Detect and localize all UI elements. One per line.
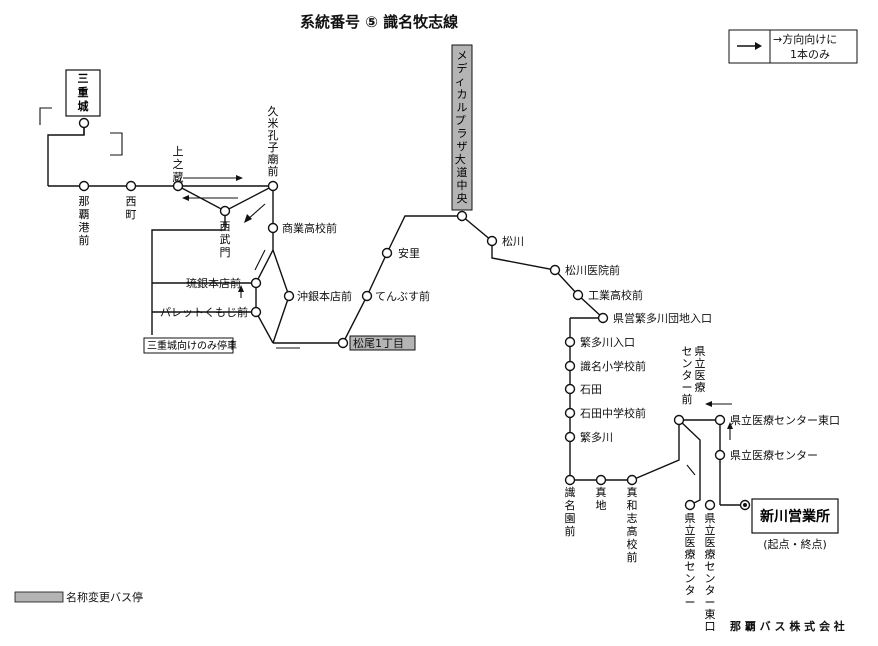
legend-text-1: →方向向けに — [773, 32, 837, 46]
stop-kogyo-dot — [572, 289, 584, 301]
vlabel-maji: 真地 — [596, 485, 607, 512]
stop-mie-dot — [78, 117, 90, 129]
mie-label: 三 — [78, 72, 89, 85]
vlabel-nishitake: 西武門 — [220, 220, 231, 259]
label-ishida-chu: 石田中学校前 — [580, 406, 646, 420]
direction-legend: →方向向けに 1本のみ — [728, 29, 858, 64]
stop-matsukawa-dot — [486, 235, 498, 247]
vlabel-center-mae: センター前 — [682, 345, 693, 406]
stop-matsuo-dot — [337, 337, 349, 349]
stop-shikina-sho-dot — [564, 360, 576, 372]
stop-ryugin-dot — [250, 277, 262, 289]
stop-shikinaen-dot — [564, 474, 576, 486]
stop-kume-dot — [267, 180, 279, 192]
label-matsukawa-hosp: 松川医院前 — [565, 263, 620, 277]
stop-matsukawa-hosp-dot — [549, 264, 561, 276]
vlabel-majikoko: 真和志高校前 — [627, 485, 638, 564]
stop-shogyo-dot — [267, 222, 279, 234]
stop-nishitake-dot — [219, 205, 231, 217]
stop-center-east-v-dot — [704, 499, 716, 511]
stop-center-east-dot — [714, 414, 726, 426]
vlabel-shikinaen: 識名園前 — [565, 486, 576, 538]
label-asato: 安里 — [398, 246, 420, 260]
vlabel-center_v: 県立医療センター — [685, 512, 696, 609]
label-shikina-sho: 識名小学校前 — [580, 359, 646, 373]
vlabel-kume: 久米孔子廟前 — [268, 105, 279, 178]
stop-majikoko-dot — [626, 474, 638, 486]
stop-mie: 三 重 城 — [65, 69, 101, 117]
stop-okigin-dot — [283, 290, 295, 302]
renamed-legend: 名称変更バス停 — [14, 590, 143, 604]
route-lines — [47, 123, 745, 506]
label-ishida: 石田 — [580, 383, 602, 396]
legend-text-2: 1本のみ — [790, 47, 830, 61]
svg-text:重: 重 — [78, 85, 89, 99]
label-kogyo: 工業高校前 — [588, 288, 643, 302]
stop-medical: メディ カルプ ラザ大 道中央 — [451, 44, 473, 211]
stop-center-dot — [714, 449, 726, 461]
label-ryugin: 琉銀本店前 — [186, 276, 241, 290]
vlabel-center_east_v: 県立医療センター東口 — [705, 512, 716, 633]
label-okigin: 沖銀本店前 — [297, 289, 352, 303]
stop-center-mae-dot — [673, 414, 685, 426]
stop-medical-dot — [456, 210, 468, 222]
label-center: 県立医療センター — [730, 448, 818, 462]
mie-only-box: 三重城向けのみ停車 — [143, 337, 237, 354]
stop-tenbusu-dot — [361, 290, 373, 302]
vlabel-nishimachi: 西町 — [126, 195, 137, 221]
label-tenbusu: てんぶす前 — [375, 289, 430, 303]
stop-maji-dot — [595, 474, 607, 486]
company-name: 那 覇 バ ス 株 式 会 社 — [730, 619, 845, 633]
stop-nahako-dot — [78, 180, 90, 192]
stop-labels: 商業高校前 琉銀本店前 パレットくもじ前 沖銀本店前 てんぶす前 安里 松川 松… — [160, 221, 840, 462]
renamed-legend-text: 名称変更バス停 — [66, 590, 143, 604]
svg-text:城: 城 — [78, 99, 89, 113]
map-title: 系統番号 ⑤ 識名牧志線 — [300, 13, 458, 31]
stops — [78, 117, 751, 511]
label-shogyo: 商業高校前 — [282, 221, 337, 235]
stop-ishida-dot — [564, 383, 576, 395]
label-hantagawa: 繁多川 — [580, 430, 613, 444]
terminal-box: 新川営業所 (起点・終点) — [751, 498, 839, 551]
terminal-note: (起点・終点) — [763, 537, 827, 551]
stop-palette-dot — [250, 306, 262, 318]
stop-ishida-chu-dot — [564, 407, 576, 419]
stop-kaminokura-dot — [172, 180, 184, 192]
vertical-labels: 那覇港前西町上之蔵西武門久米孔子廟前識名園前真地真和志高校前県立医療センター県立… — [79, 105, 716, 633]
matsuo-label: 松尾1丁目 — [353, 336, 404, 350]
stop-center-v-dot — [684, 499, 696, 511]
label-center-east: 県立医療センター東口 — [730, 413, 840, 427]
label-matsukawa: 松川 — [502, 234, 524, 248]
stop-kenei-dot — [597, 312, 609, 324]
stop-asato-dot — [381, 247, 393, 259]
stop-hantagawa-dot — [564, 431, 576, 443]
label-palette: パレットくもじ前 — [160, 305, 248, 319]
terminal-name: 新川営業所 — [760, 508, 830, 525]
medical-label: メディ カルプ ラザ大 道中央 — [455, 49, 470, 205]
direction-arrows — [39, 107, 733, 476]
vlabel-kaminokura: 上之蔵 — [173, 145, 184, 184]
matsuo-box: 松尾1丁目 — [349, 335, 416, 351]
stop-nishimachi-dot — [125, 180, 137, 192]
mie-only-note: 三重城向けのみ停車 — [147, 339, 237, 352]
vlabel-center-mae: 県立医療 — [695, 345, 706, 394]
stop-hantagawa-iri-dot — [564, 336, 576, 348]
label-hantagawa-iri: 繁多川入口 — [580, 335, 635, 349]
label-kenei: 県営繁多川団地入口 — [613, 311, 712, 325]
vlabel-nahako: 那覇港前 — [79, 195, 90, 247]
